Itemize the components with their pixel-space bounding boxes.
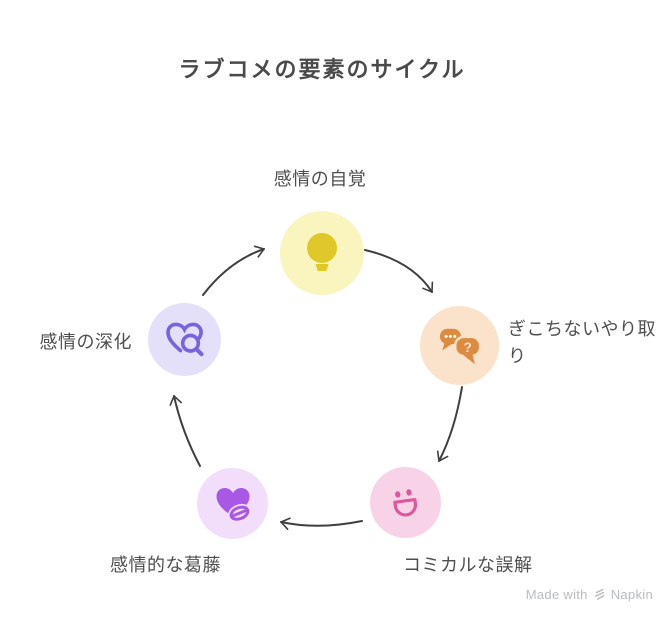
arrow-conflict-to-deepening — [169, 395, 201, 467]
label-comical-misunderstanding: コミカルな誤解 — [403, 555, 533, 575]
label-emotion-awareness: 感情の自覚 — [273, 169, 367, 189]
node-awkward-exchange: ? — [420, 306, 499, 385]
arrow-awkward-to-comical — [436, 386, 463, 462]
napkin-watermark[interactable]: Made with Napkin — [526, 587, 653, 602]
label-emotion-deepening: 感情の深化 — [39, 332, 132, 352]
diagram-title: ラブコメの要素のサイクル — [178, 57, 466, 82]
smiley-icon — [392, 488, 417, 516]
arrow-comical-to-conflict — [280, 517, 363, 530]
label-awkward-exchange: ぎこちないやり取り — [508, 319, 656, 366]
node-emotion-deepening — [148, 303, 221, 376]
watermark-prefix: Made with — [525, 587, 588, 602]
heart-search-icon — [165, 322, 204, 356]
napkin-logo-icon — [594, 588, 605, 600]
watermark-brand: Napkin — [610, 587, 653, 602]
node-emotional-conflict — [197, 468, 268, 539]
lightbulb-icon — [307, 233, 337, 271]
arrow-awareness-to-awkward — [364, 249, 434, 293]
node-emotion-awareness — [280, 211, 364, 295]
arrow-deepening-to-awareness — [202, 245, 265, 296]
chat-bubbles-icon: ? — [439, 328, 481, 364]
label-emotional-conflict: 感情的な葛藤 — [110, 555, 221, 575]
svg-text:?: ? — [463, 339, 471, 354]
node-comical-misunderstanding — [370, 467, 441, 538]
heart-blocked-icon — [216, 487, 251, 522]
